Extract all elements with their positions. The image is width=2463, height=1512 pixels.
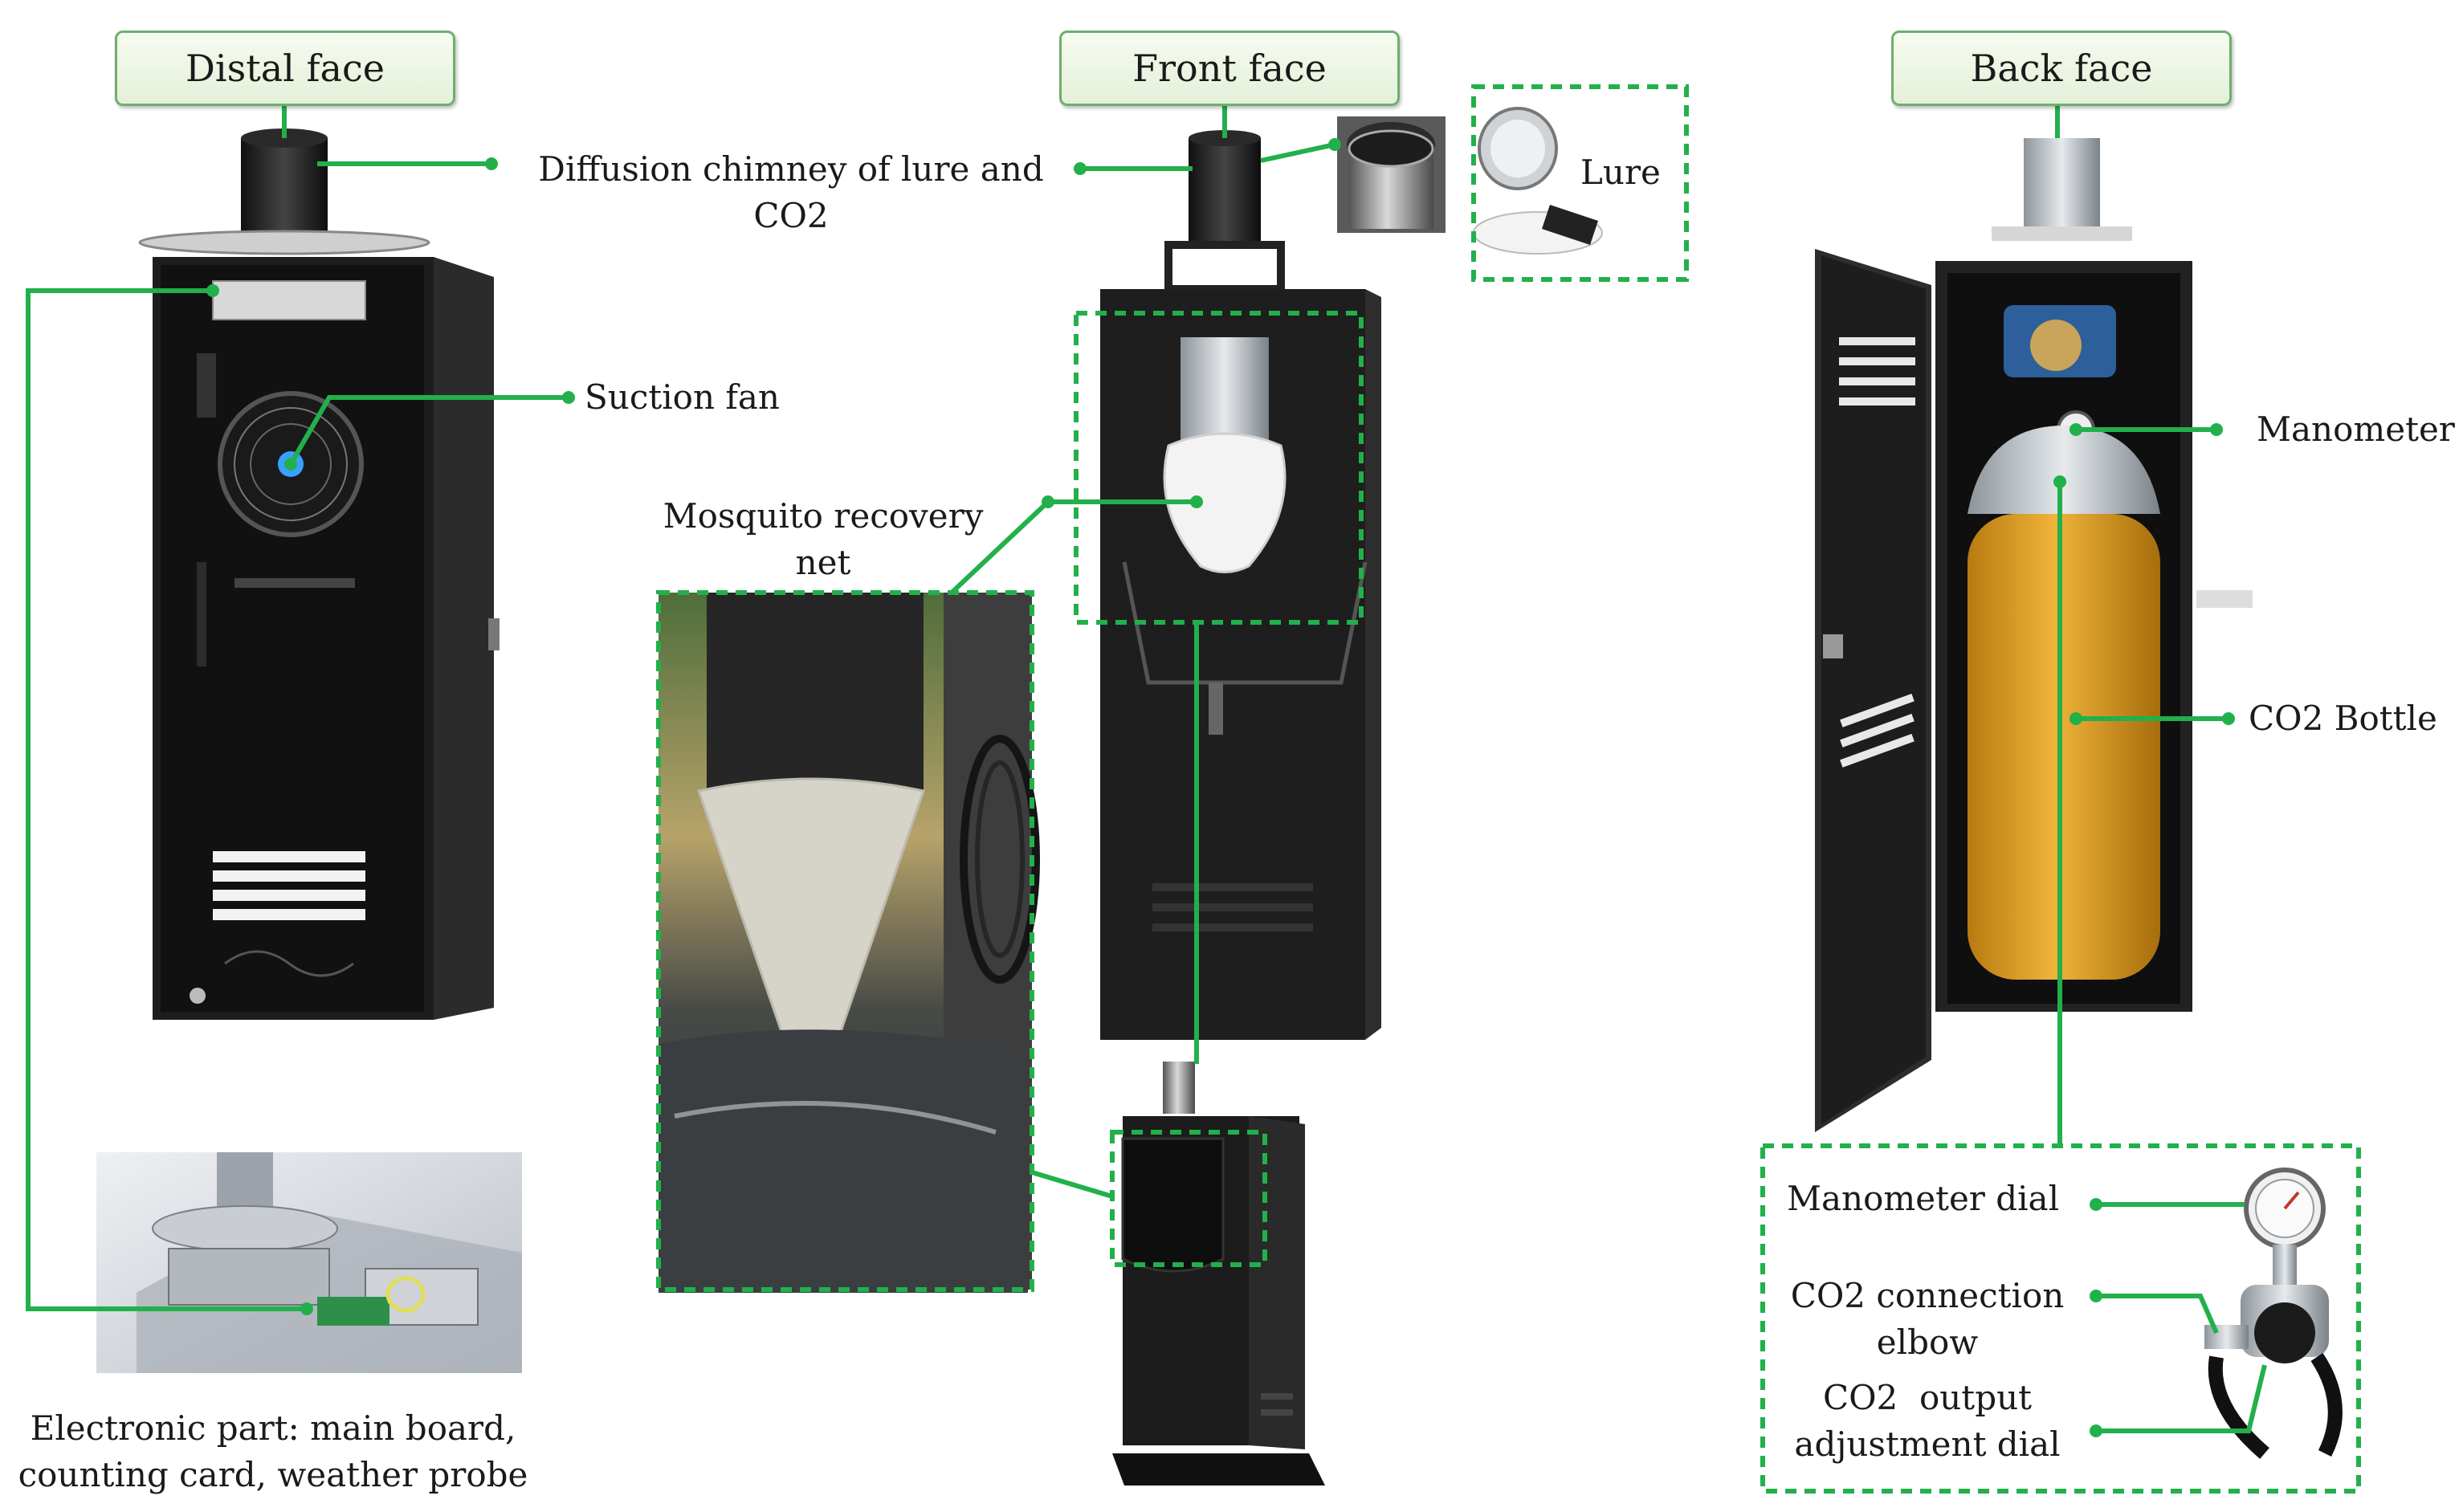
- label-diffusion-chimney: Diffusion chimney of lure and CO2: [514, 146, 1068, 239]
- back-cabinet-image: [1815, 138, 2253, 1132]
- label-electronic-line1: Electronic part: main board,: [30, 1408, 516, 1448]
- label-suction-fan: Suction fan: [585, 377, 780, 417]
- label-elbow-line1: CO2 connection: [1790, 1276, 2065, 1315]
- header-back-face-text: Back face: [1970, 47, 2153, 90]
- header-distal-face-text: Distal face: [186, 47, 385, 90]
- front-net-region-box: [1074, 311, 1364, 625]
- small-cabinet-image: [1112, 1062, 1325, 1486]
- label-electronic-line2: counting card, weather probe: [18, 1455, 528, 1494]
- label-diffusion-line2: CO2: [753, 196, 829, 235]
- label-mosquito-line2: net: [795, 543, 851, 582]
- label-manometer: Manometer: [2257, 410, 2455, 449]
- front-cabinet-image: [1100, 130, 1381, 1040]
- label-elbow-line2: elbow: [1876, 1322, 1979, 1362]
- label-manometer-dial: Manometer dial: [1787, 1179, 2060, 1218]
- label-mosquito-recovery-net: Mosquito recovery net: [642, 493, 1004, 586]
- electronic-cad-image: [96, 1152, 522, 1373]
- mosquito-net-photo: [659, 593, 1040, 1293]
- mosquito-net-photo-box: [656, 590, 1034, 1292]
- chimney-closeup-image: [1337, 116, 1446, 233]
- header-back-face: Back face: [1891, 31, 2232, 106]
- small-cabinet-net-box: [1110, 1130, 1267, 1267]
- lure-image: [1473, 107, 1603, 255]
- label-co2-connection-elbow: CO2 connection elbow: [1775, 1273, 2080, 1366]
- lure-inset-box: [1471, 84, 1689, 282]
- distal-cabinet-image: [138, 128, 500, 1020]
- header-front-face: Front face: [1059, 31, 1400, 106]
- label-co2-bottle: CO2 Bottle: [2249, 699, 2437, 738]
- label-co2-output-dial: CO2 output adjustment dial: [1775, 1375, 2080, 1468]
- regulator-image: [2204, 1168, 2343, 1459]
- header-distal-face: Distal face: [115, 31, 455, 106]
- label-diffusion-line1: Diffusion chimney of lure and: [538, 149, 1044, 189]
- label-output-line2: adjustment dial: [1794, 1424, 2061, 1464]
- label-electronic-part: Electronic part: main board, counting ca…: [8, 1405, 538, 1498]
- label-lure: Lure: [1580, 153, 1661, 192]
- header-front-face-text: Front face: [1132, 47, 1327, 90]
- label-mosquito-line1: Mosquito recovery: [663, 496, 984, 536]
- label-output-line1: CO2 output: [1822, 1378, 2033, 1417]
